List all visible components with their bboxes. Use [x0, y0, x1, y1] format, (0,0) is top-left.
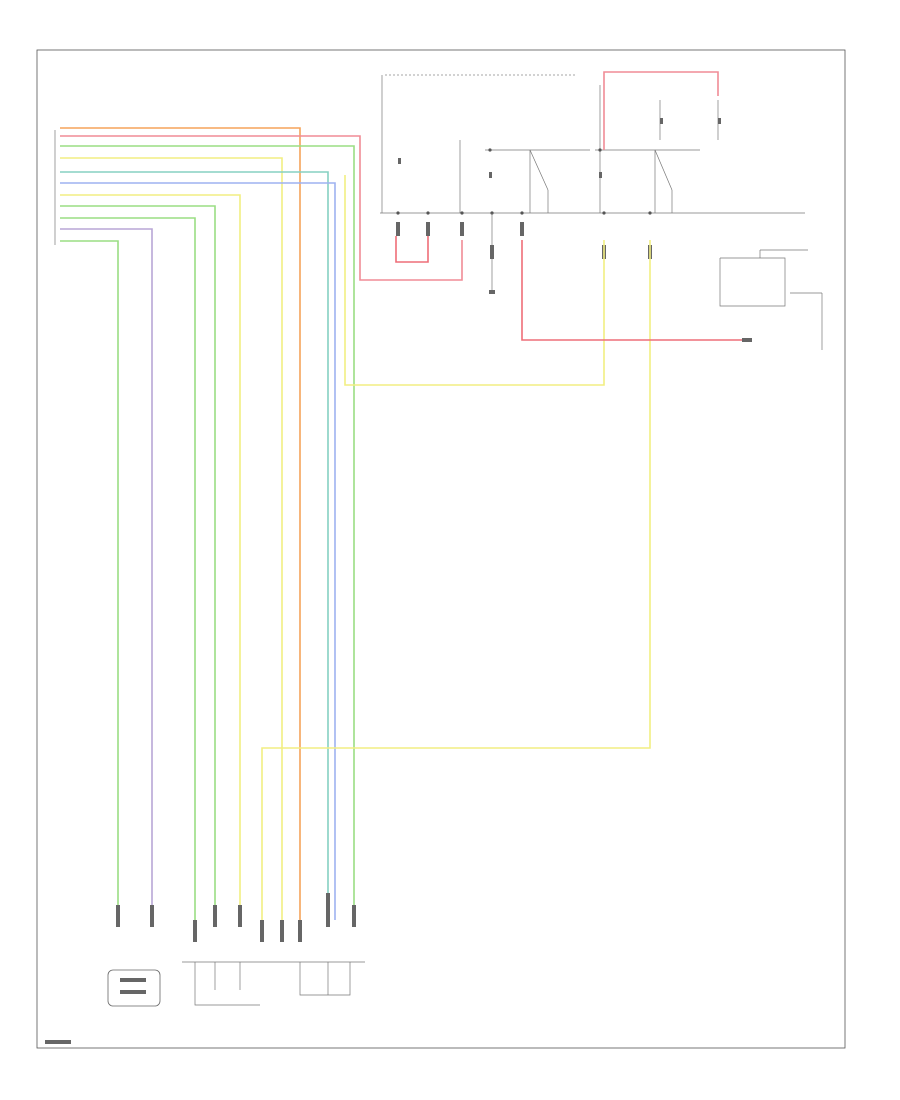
wire-blue-1 — [60, 182, 336, 920]
relay-switch-left — [529, 149, 549, 213]
wire-green-3 — [60, 217, 196, 920]
output-speed-sensor — [107, 969, 161, 1007]
wire-green-2 — [60, 205, 216, 920]
wire-yellow-4 — [261, 240, 651, 920]
connector-stubs-top — [396, 222, 652, 259]
wire-red-1 — [521, 240, 742, 341]
wire-red-2 — [395, 236, 429, 263]
wire-orange-1 — [60, 127, 301, 920]
diagram-frame — [36, 49, 846, 1049]
wire-teal-1 — [60, 171, 329, 920]
wires — [60, 71, 742, 920]
page-footer — [45, 1040, 71, 1044]
wire-pink-2 — [603, 71, 719, 150]
wire-violet-1 — [60, 228, 153, 920]
relay-switch-right — [654, 149, 673, 213]
fuse-block-right — [719, 249, 823, 350]
wire-yellow-1 — [60, 157, 283, 920]
wire-pink-1 — [60, 135, 463, 281]
wire-green-1 — [60, 145, 355, 920]
connector-pins-top — [396, 148, 652, 215]
wire-green-4 — [60, 240, 119, 920]
wire-yellow-2 — [60, 194, 241, 920]
transmission-solenoid-assembly — [182, 961, 365, 1006]
connector-stubs-bottom — [116, 893, 356, 942]
fuse-markers — [398, 118, 721, 178]
wire-yellow-3 — [344, 175, 605, 386]
